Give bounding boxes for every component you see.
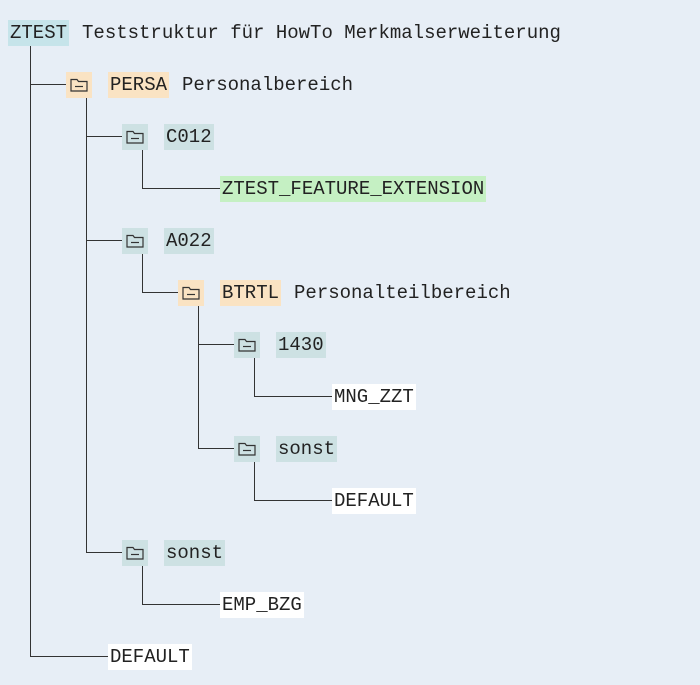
connector [30,84,66,85]
folder-icon[interactable] [234,436,260,462]
folder-icon[interactable] [122,124,148,150]
connector [198,448,234,449]
tree-root[interactable]: ZTEST Teststruktur für HowTo Merkmalserw… [8,20,561,46]
connector [142,188,220,189]
folder-icon[interactable] [122,540,148,566]
folder-icon[interactable] [178,280,204,306]
connector [254,358,255,396]
node-description: Personalbereich [182,74,354,96]
connector [254,462,255,500]
connector [142,150,143,188]
node-key[interactable]: 1430 [276,332,326,358]
connector [198,306,199,448]
tree-leaf-emp-bzg[interactable]: EMP_BZG [220,592,304,618]
tree-leaf-default-root[interactable]: DEFAULT [108,644,192,670]
node-key[interactable]: PERSA [108,72,170,98]
node-key[interactable]: BTRTL [220,280,282,306]
connector [142,254,143,292]
connector [142,292,178,293]
folder-icon[interactable] [122,228,148,254]
connector [254,396,332,397]
node-description: Personalteilbereich [294,282,511,304]
node-key[interactable]: sonst [276,436,338,462]
tree-leaf-mng-zzt[interactable]: MNG_ZZT [332,384,416,410]
connector [30,46,31,656]
node-key[interactable]: sonst [164,540,226,566]
folder-icon[interactable] [234,332,260,358]
leaf-value[interactable]: DEFAULT [108,644,192,670]
folder-icon[interactable] [66,72,92,98]
root-description: Teststruktur für HowTo Merkmalserweiteru… [82,22,561,44]
tree-leaf-default-inner[interactable]: DEFAULT [332,488,416,514]
connector [142,604,220,605]
connector [254,500,332,501]
root-key[interactable]: ZTEST [8,20,70,46]
leaf-value[interactable]: ZTEST_FEATURE_EXTENSION [220,176,487,202]
tree-node-1430[interactable]: 1430 [234,332,326,358]
connector [86,240,122,241]
connector [142,566,143,604]
tree-node-c012[interactable]: C012 [122,124,214,150]
leaf-value[interactable]: MNG_ZZT [332,384,416,410]
leaf-value[interactable]: EMP_BZG [220,592,304,618]
leaf-value[interactable]: DEFAULT [332,488,416,514]
tree-node-sonst-inner[interactable]: sonst [234,436,338,462]
tree-node-btrtl[interactable]: BTRTL Personalteilbereich [178,280,511,306]
connector [86,136,122,137]
node-key[interactable]: A022 [164,228,214,254]
connector [198,344,234,345]
node-key[interactable]: C012 [164,124,214,150]
tree-node-persa[interactable]: PERSA Personalbereich [66,72,353,98]
tree-leaf-feature-extension[interactable]: ZTEST_FEATURE_EXTENSION [220,176,487,202]
connector [86,98,87,552]
tree-node-a022[interactable]: A022 [122,228,214,254]
connector [86,552,122,553]
tree-node-sonst-outer[interactable]: sonst [122,540,226,566]
connector [30,656,108,657]
